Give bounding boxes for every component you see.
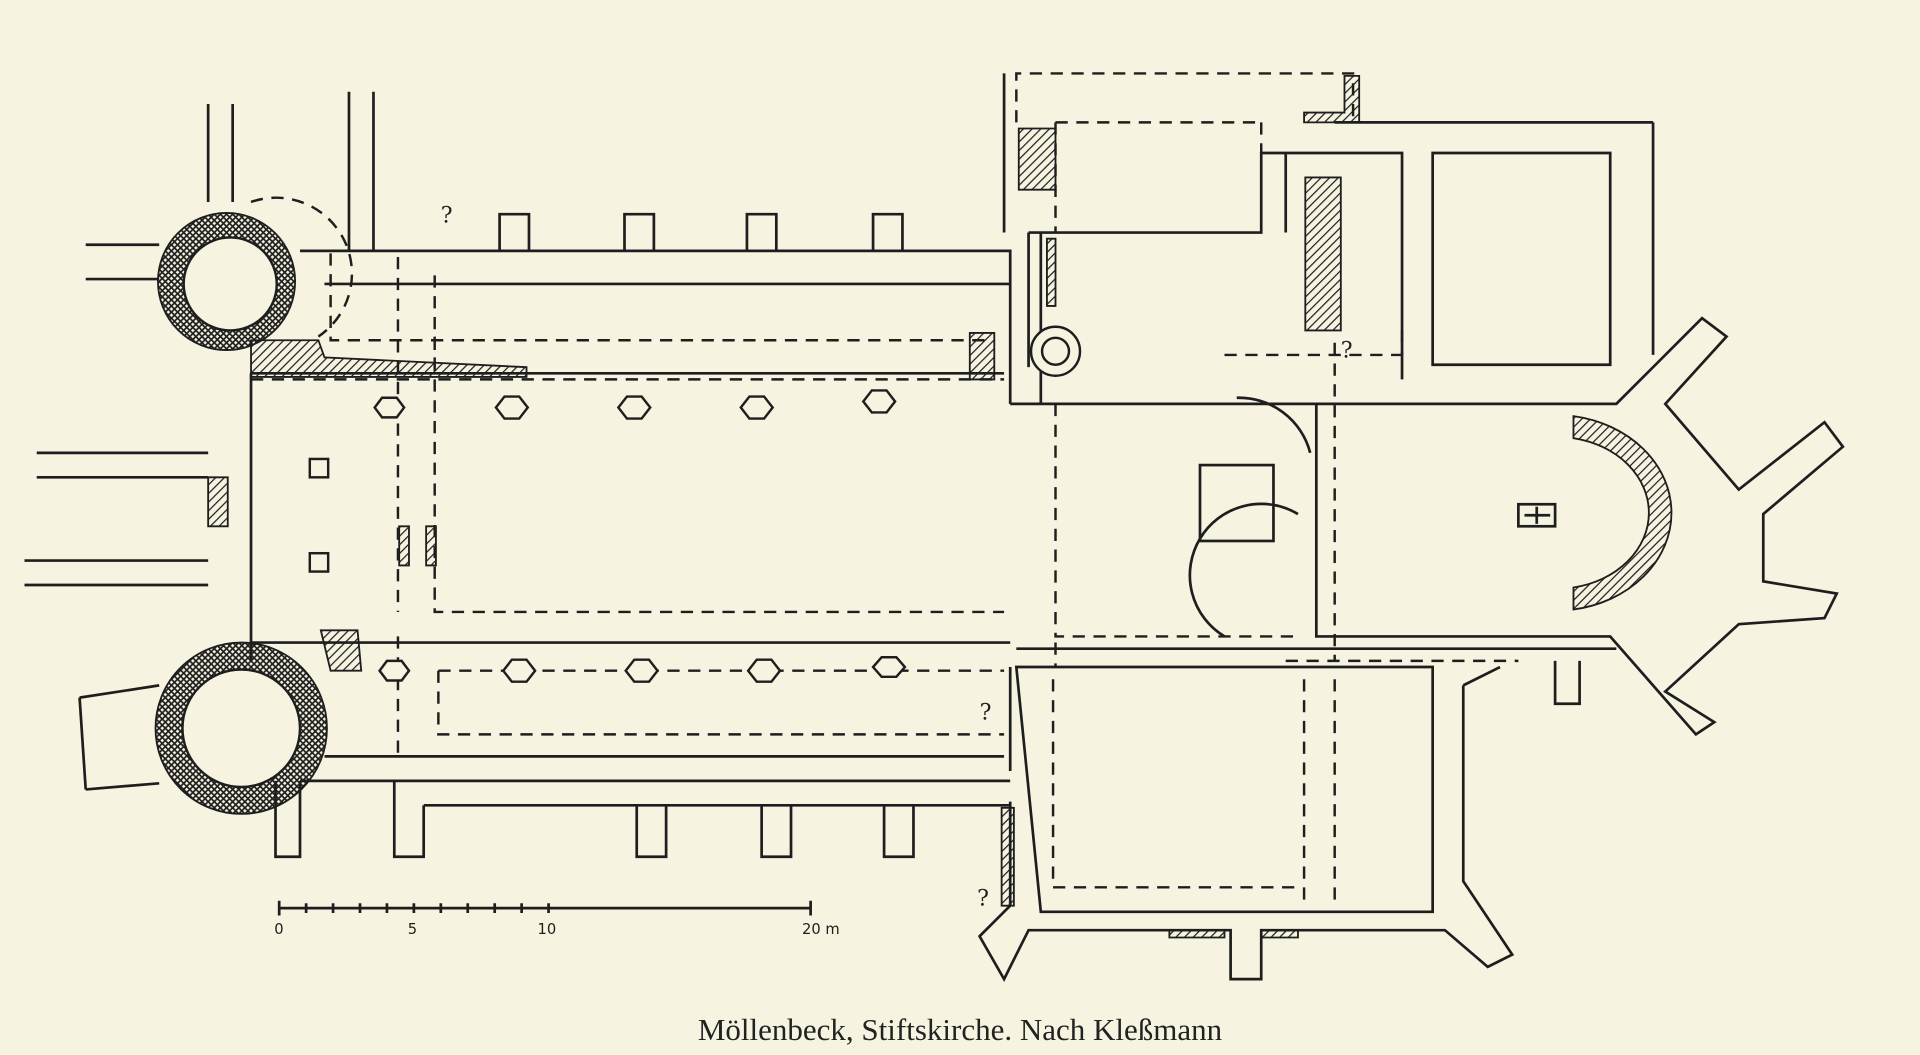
- scale-label-10: 10: [538, 921, 557, 938]
- scale-label-5: 5: [408, 921, 417, 938]
- crossing-choir: [1010, 316, 1845, 737]
- nave-piers: [308, 389, 907, 683]
- north-buttresses: [498, 212, 904, 251]
- uncertain-marker: ?: [1341, 338, 1353, 363]
- south-west-tower: [154, 641, 328, 815]
- north-west-tower: [157, 196, 354, 351]
- figure-caption: Möllenbeck, Stiftskirche. Nach Kleßmann: [697, 1012, 1223, 1047]
- scale-label-0: 0: [274, 921, 283, 938]
- west-approach-walls: [24, 91, 375, 791]
- uncertain-marker: ?: [441, 204, 453, 229]
- north-transept: [1002, 73, 1655, 404]
- scale-bar: 0 5 10 20 m: [274, 900, 840, 938]
- scale-label-20: 20 m: [802, 921, 840, 938]
- nave-walls: [207, 249, 1012, 783]
- south-buttresses: [274, 780, 1011, 859]
- uncertain-marker: ?: [980, 701, 992, 726]
- uncertain-marker: ?: [977, 887, 989, 912]
- south-transept: [977, 647, 1727, 982]
